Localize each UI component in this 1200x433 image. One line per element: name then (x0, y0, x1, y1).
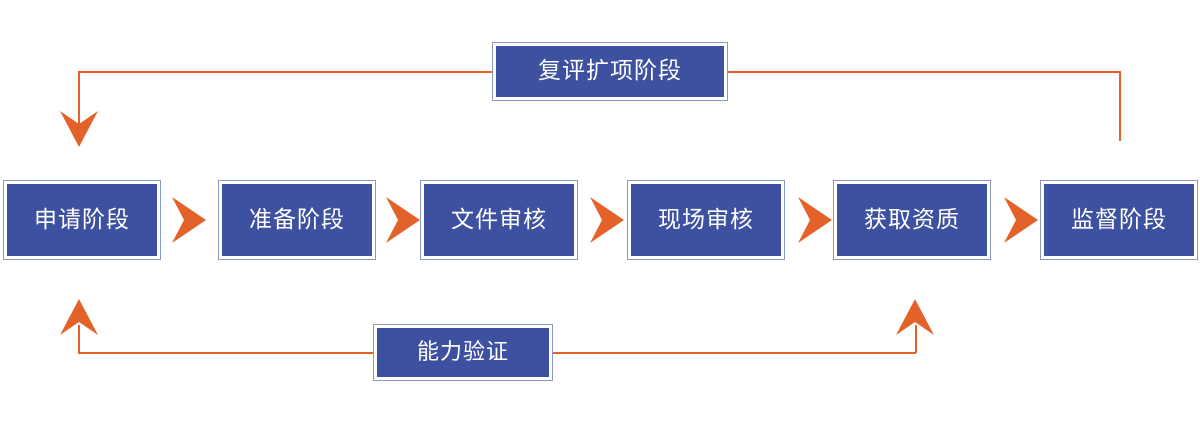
stage-box-reassessment[interactable]: 复评扩项阶段 (492, 42, 728, 101)
top-connector-left-vertical (78, 71, 80, 130)
stage-label-application: 申请阶段 (34, 206, 130, 233)
stage-label-proficiency-testing: 能力验证 (416, 339, 509, 365)
stage-box-proficiency-testing[interactable]: 能力验证 (373, 324, 553, 381)
stage-box-supervision[interactable]: 监督阶段 (1040, 180, 1198, 260)
stage-label-document-review: 文件审核 (451, 206, 547, 233)
chevron-separator-3-icon (590, 197, 624, 243)
top-connector-right-horizontal (727, 71, 1120, 73)
stage-label-onsite-audit: 现场审核 (658, 206, 754, 233)
bottom-connector-left-vertical (78, 325, 80, 353)
arrowhead-up-left-icon (60, 299, 98, 335)
bottom-connector-right-vertical (915, 325, 917, 353)
chevron-separator-1-icon (172, 197, 206, 243)
bottom-connector-right-horizontal (553, 352, 916, 354)
arrowhead-up-right-icon (896, 299, 934, 335)
stage-label-reassessment: 复评扩项阶段 (538, 58, 682, 84)
stage-label-supervision: 监督阶段 (1071, 206, 1167, 233)
stage-box-application[interactable]: 申请阶段 (3, 180, 161, 260)
stage-box-preparation[interactable]: 准备阶段 (218, 180, 376, 260)
stage-box-document-review[interactable]: 文件审核 (420, 180, 578, 260)
chevron-separator-4-icon (798, 197, 832, 243)
top-connector-left-horizontal (78, 71, 493, 73)
stage-box-obtain-qualification[interactable]: 获取资质 (833, 180, 991, 260)
arrowhead-down-icon (60, 111, 98, 147)
stage-label-preparation: 准备阶段 (249, 206, 345, 233)
top-connector-right-vertical (1119, 71, 1121, 141)
stage-box-onsite-audit[interactable]: 现场审核 (627, 180, 785, 260)
bottom-connector-left-horizontal (78, 352, 374, 354)
stage-label-obtain-qualification: 获取资质 (864, 206, 960, 233)
chevron-separator-2-icon (386, 197, 420, 243)
chevron-separator-5-icon (1004, 197, 1038, 243)
